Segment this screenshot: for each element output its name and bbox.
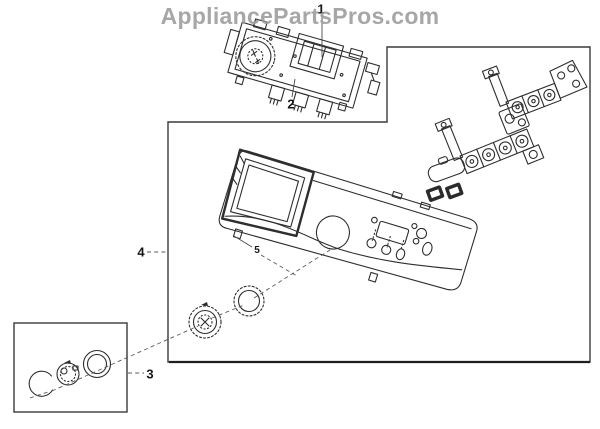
dial-position-circle	[315, 215, 350, 250]
part-3-boundary-box	[13, 322, 128, 413]
display-window	[375, 220, 410, 246]
assembly-dashed-lines	[29, 249, 331, 399]
callout-5-leader	[233, 235, 253, 248]
callout-2-label: 2	[287, 96, 295, 112]
callout-2-leader	[291, 78, 296, 98]
jog-dial-encoder	[188, 302, 222, 339]
part-4-boundary-box	[167, 46, 591, 364]
button-bracket-a	[481, 59, 588, 120]
panel-buttons	[366, 216, 433, 261]
button-cover	[427, 156, 466, 183]
dial-ring	[233, 285, 265, 317]
pcb-display-assembly	[223, 18, 381, 120]
callout-3-label: 3	[146, 366, 154, 382]
dispenser-recess	[220, 148, 315, 238]
callout-1-label: 1	[317, 1, 325, 17]
callout-5-label: 5	[254, 245, 260, 256]
knob-assembly	[28, 349, 112, 397]
pcb-connectors	[267, 84, 334, 120]
button-pair	[425, 182, 464, 202]
control-panel	[218, 148, 478, 291]
button-bracket-b	[434, 103, 545, 175]
callout-4-label: 4	[137, 244, 145, 260]
